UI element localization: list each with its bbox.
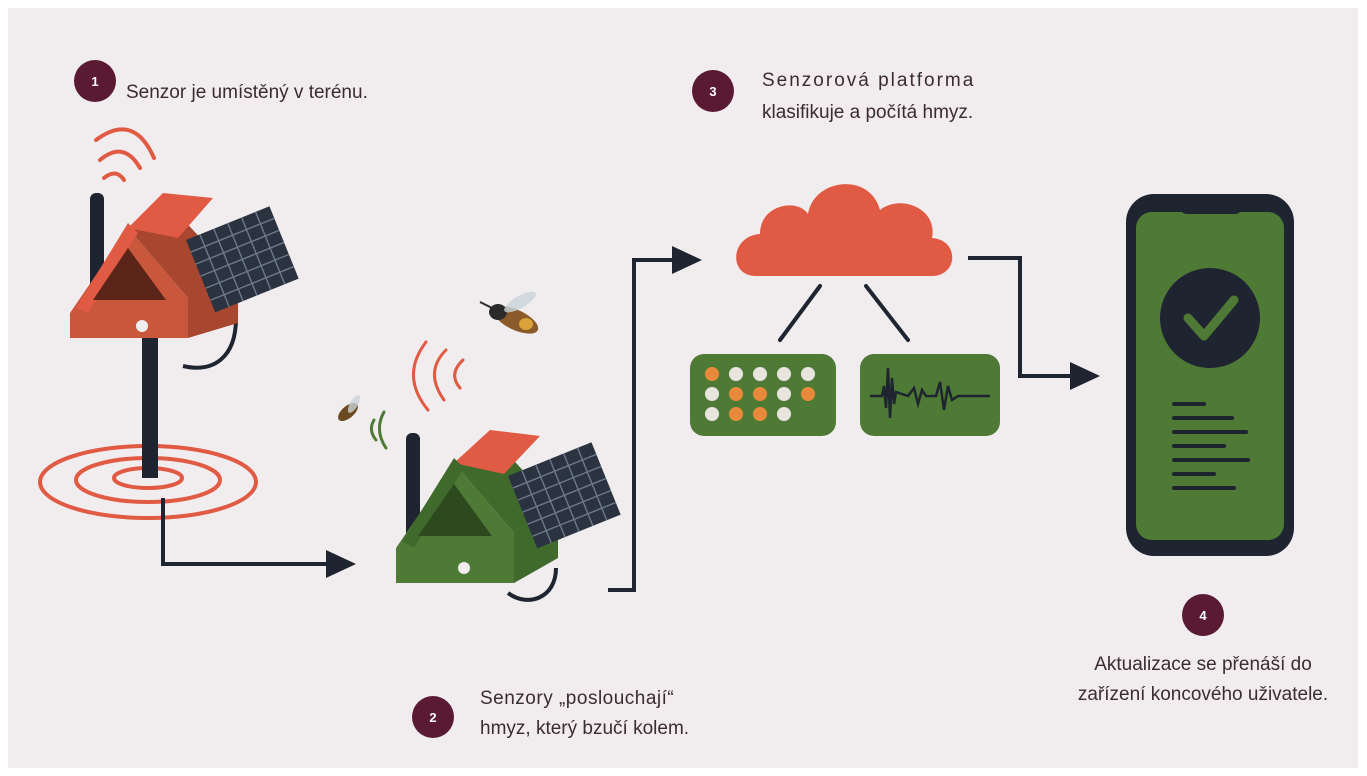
step-4-text-line1: Aktualizace se přenáší do xyxy=(1094,654,1312,675)
cloud-icon xyxy=(736,184,953,276)
arrow-icon xyxy=(608,246,702,592)
insect-icon xyxy=(338,395,361,421)
smartphone-icon xyxy=(1126,194,1294,556)
arrow-icon xyxy=(161,498,356,578)
text-lines xyxy=(1172,402,1250,490)
arrow-icon xyxy=(968,256,1100,390)
sensor-house-icon xyxy=(396,430,621,602)
checkmark-icon xyxy=(1160,268,1260,368)
sensor-house-icon xyxy=(38,193,299,520)
waveform-icon xyxy=(860,354,1000,436)
step-4-badge: 4 xyxy=(1182,594,1224,636)
connector-lines xyxy=(778,284,910,342)
signal-waves-icon xyxy=(94,127,156,182)
step-2-text-line2: hmyz, který bzučí kolem. xyxy=(480,718,690,739)
illustration xyxy=(38,127,1294,602)
step-2-badge: 2 xyxy=(412,696,454,738)
step-4-text-line2: zařízení koncového uživatele. xyxy=(1077,684,1329,705)
step-1-text: Senzor je umístěný v terénu. xyxy=(126,82,368,103)
diagram-canvas: 1 Senzor je umístěný v terénu. 2 Senzory… xyxy=(8,8,1358,768)
signal-waves-icon xyxy=(369,340,465,450)
insect-icon xyxy=(479,291,539,334)
step-2-text-line1: Senzory „poslouchají“ xyxy=(480,688,675,709)
data-dots-icon xyxy=(690,354,836,436)
step-3-text-line2: klasifikuje a počítá hmyz. xyxy=(762,102,974,123)
step-3-text-line1: Senzorová platforma xyxy=(762,70,976,91)
step-1-badge: 1 xyxy=(74,60,116,102)
step-3-badge: 3 xyxy=(692,70,734,112)
